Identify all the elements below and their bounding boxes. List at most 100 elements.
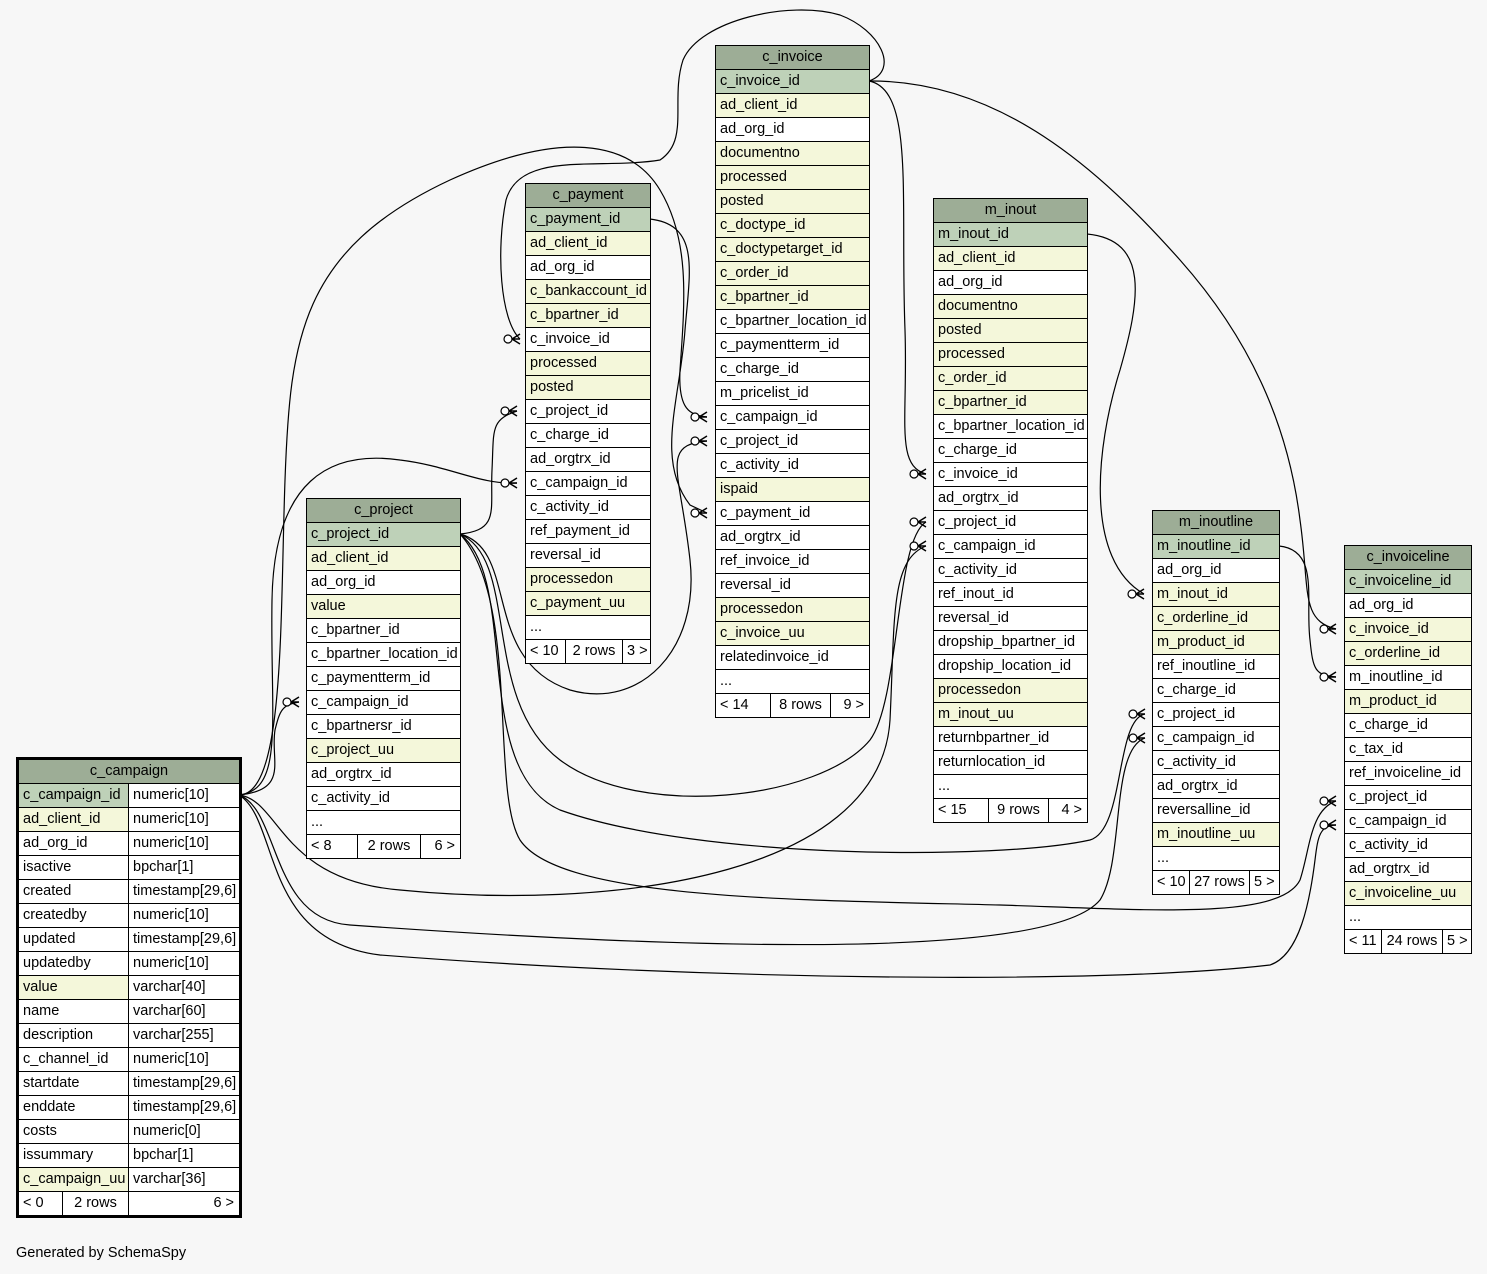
column-row: ... bbox=[525, 615, 651, 640]
parents-count: < 8 bbox=[306, 834, 358, 859]
row-count: 27 rows bbox=[1189, 870, 1250, 895]
row-count: 24 rows bbox=[1381, 929, 1443, 954]
column-row: ad_orgtrx_id bbox=[306, 762, 461, 787]
column-row: c_invoiceline_id bbox=[1344, 569, 1472, 594]
column-row: processedon bbox=[525, 567, 651, 592]
column-type: numeric[10] bbox=[128, 831, 240, 856]
column-row: ad_client_id bbox=[933, 246, 1088, 271]
column-row: c_bpartner_location_id bbox=[933, 414, 1088, 439]
column-row: c_campaign_id bbox=[306, 690, 461, 715]
column-row: ad_org_id bbox=[715, 117, 870, 142]
column-row: ref_invoice_id bbox=[715, 549, 870, 574]
relationship-edge bbox=[868, 80, 1337, 635]
column-name: c_channel_id bbox=[18, 1047, 129, 1072]
parents-count: < 14 bbox=[715, 693, 771, 718]
children-count: 3 > bbox=[622, 639, 651, 664]
row-count: 2 rows bbox=[565, 639, 623, 664]
relationship-edge bbox=[238, 457, 518, 796]
column-name: description bbox=[18, 1023, 129, 1048]
column-type: timestamp[29,6] bbox=[128, 1071, 240, 1096]
relationship-edge bbox=[238, 540, 927, 897]
generated-by-footer: Generated by SchemaSpy bbox=[16, 1245, 187, 1261]
column-name: ad_org_id bbox=[18, 831, 129, 856]
column-type: numeric[10] bbox=[128, 903, 240, 928]
column-row: reversal_id bbox=[715, 573, 870, 598]
relationship-edge bbox=[868, 80, 927, 480]
column-name: ad_client_id bbox=[18, 807, 129, 832]
relationship-edge bbox=[1278, 545, 1337, 683]
column-row: processedon bbox=[715, 597, 870, 622]
parents-count: < 15 bbox=[933, 798, 989, 823]
column-row: ad_org_id bbox=[933, 270, 1088, 295]
column-row: ... bbox=[1152, 846, 1280, 871]
relationship-edge bbox=[459, 435, 708, 695]
column-row: c_activity_id bbox=[933, 558, 1088, 583]
column-row: c_project_id bbox=[525, 399, 651, 424]
column-row: m_inout_uu bbox=[933, 702, 1088, 727]
row-count: 8 rows bbox=[770, 693, 831, 718]
children-count: 6 > bbox=[128, 1191, 240, 1216]
children-count: 9 > bbox=[830, 693, 870, 718]
column-row: c_charge_id bbox=[1344, 713, 1472, 738]
children-count: 6 > bbox=[420, 834, 461, 859]
column-type: numeric[0] bbox=[128, 1119, 240, 1144]
column-row: c_bpartner_location_id bbox=[715, 309, 870, 334]
column-row: reversal_id bbox=[525, 543, 651, 568]
column-type: numeric[10] bbox=[128, 807, 240, 832]
column-row: c_orderline_id bbox=[1344, 641, 1472, 666]
column-row: m_inoutline_uu bbox=[1152, 822, 1280, 847]
column-row: c_activity_id bbox=[306, 786, 461, 811]
column-type: bpchar[1] bbox=[128, 1143, 240, 1168]
row-count: 2 rows bbox=[62, 1191, 129, 1216]
column-row: c_project_uu bbox=[306, 738, 461, 763]
column-row: reversalline_id bbox=[1152, 798, 1280, 823]
column-row: c_project_id bbox=[1152, 702, 1280, 727]
column-row: ... bbox=[306, 810, 461, 835]
column-row: ref_invoiceline_id bbox=[1344, 761, 1472, 786]
column-name: createdby bbox=[18, 903, 129, 928]
column-name: issummary bbox=[18, 1143, 129, 1168]
parents-count: < 10 bbox=[1152, 870, 1190, 895]
column-row: c_activity_id bbox=[1344, 833, 1472, 858]
column-row: c_campaign_id bbox=[525, 471, 651, 496]
column-row: c_project_id bbox=[715, 429, 870, 454]
parents-count: < 0 bbox=[18, 1191, 63, 1216]
column-row: c_campaign_id bbox=[933, 534, 1088, 559]
column-row: c_bpartnersr_id bbox=[306, 714, 461, 739]
column-row: ad_orgtrx_id bbox=[525, 447, 651, 472]
column-row: c_bpartner_id bbox=[715, 285, 870, 310]
column-row: c_charge_id bbox=[1152, 678, 1280, 703]
column-row: ad_orgtrx_id bbox=[1152, 774, 1280, 799]
column-row: c_charge_id bbox=[715, 357, 870, 382]
column-row: c_campaign_id bbox=[715, 405, 870, 430]
table-header: m_inout bbox=[933, 198, 1088, 223]
column-row: c_orderline_id bbox=[1152, 606, 1280, 631]
column-row: c_invoice_id bbox=[1344, 617, 1472, 642]
column-name: isactive bbox=[18, 855, 129, 880]
column-row: c_activity_id bbox=[1152, 750, 1280, 775]
column-name: enddate bbox=[18, 1095, 129, 1120]
column-type: varchar[40] bbox=[128, 975, 240, 1000]
row-count: 9 rows bbox=[988, 798, 1049, 823]
column-row: m_inoutline_id bbox=[1344, 665, 1472, 690]
column-row: processed bbox=[525, 351, 651, 376]
column-row: returnlocation_id bbox=[933, 750, 1088, 775]
column-row: reversal_id bbox=[933, 606, 1088, 631]
column-row: c_charge_id bbox=[525, 423, 651, 448]
column-row: ... bbox=[715, 669, 870, 694]
column-row: value bbox=[306, 594, 461, 619]
column-name: startdate bbox=[18, 1071, 129, 1096]
column-row: ad_org_id bbox=[306, 570, 461, 595]
column-row: m_pricelist_id bbox=[715, 381, 870, 406]
column-row: ad_client_id bbox=[715, 93, 870, 118]
table-header: m_inoutline bbox=[1152, 510, 1280, 535]
column-name: created bbox=[18, 879, 129, 904]
